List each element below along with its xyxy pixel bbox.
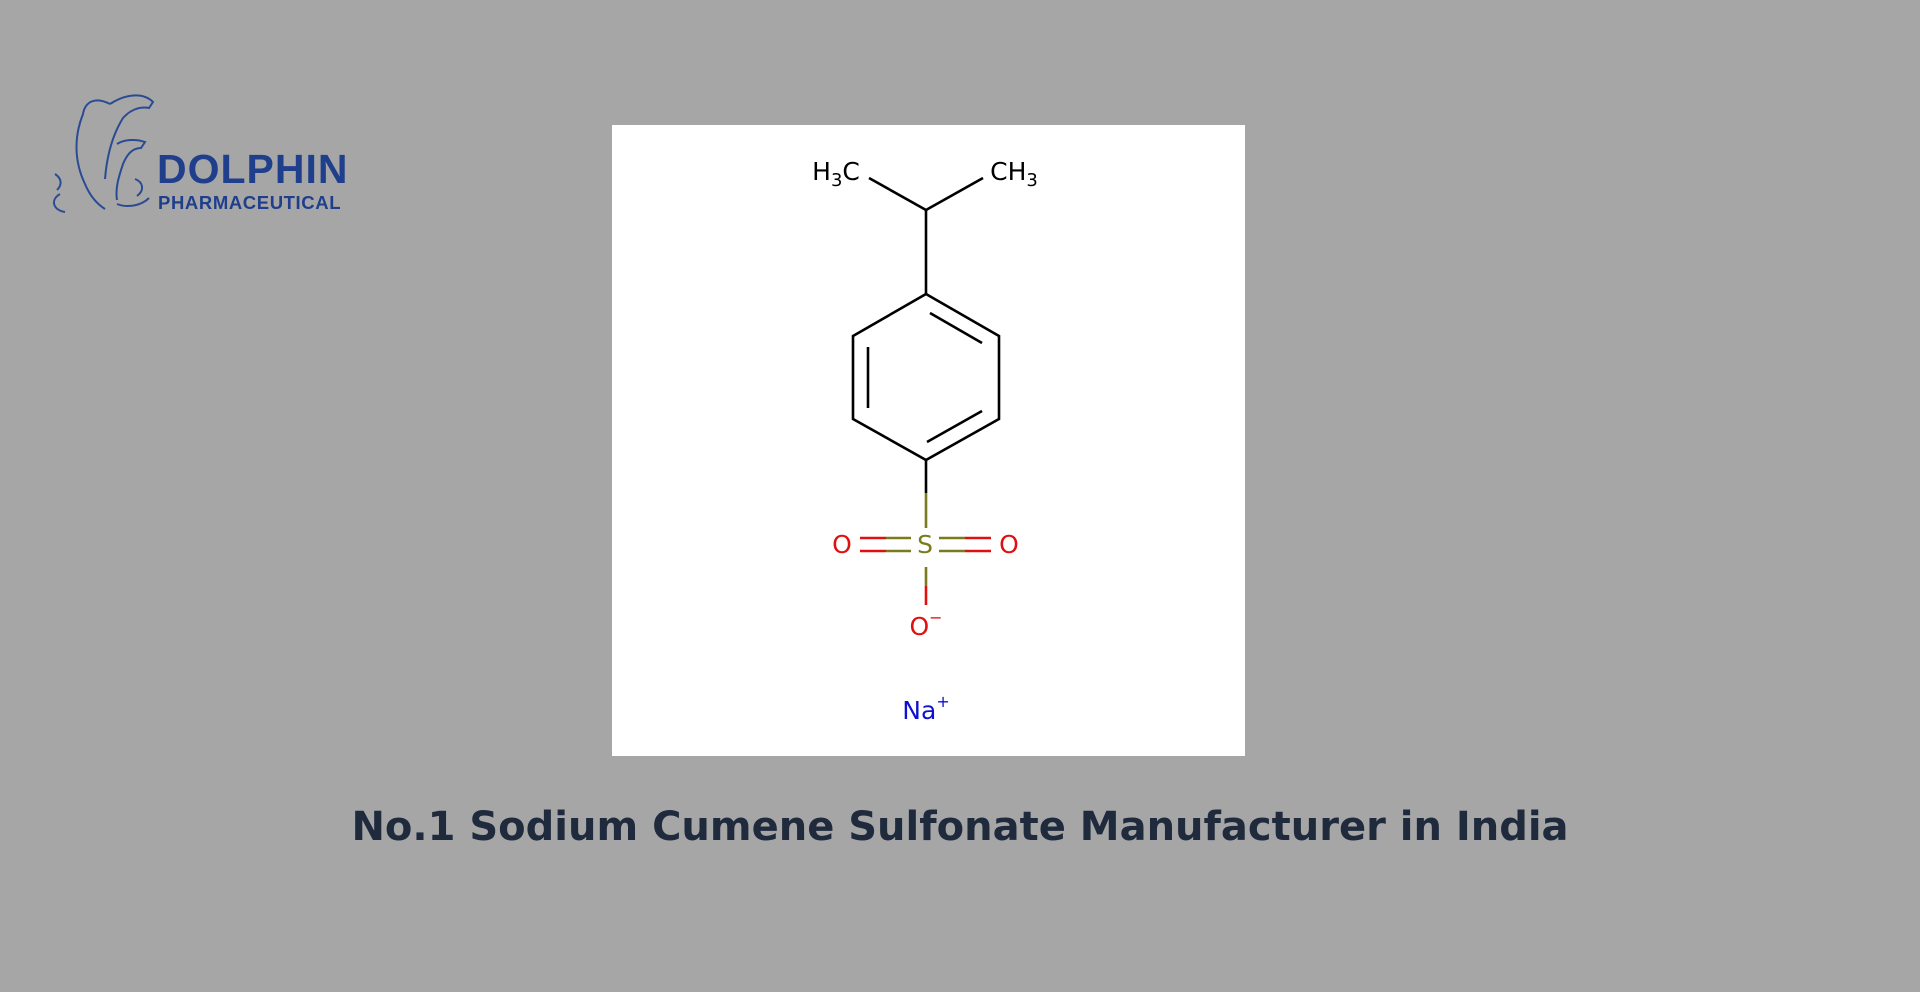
chemical-structure: H3C CH3 S O O O− Na+ xyxy=(812,157,1038,725)
oxygen-anion-label: O− xyxy=(909,608,942,641)
sulfonate-bonds xyxy=(860,493,991,605)
dolphin-logo: DOLPHIN PHARMACEUTICAL xyxy=(45,84,395,219)
oxygen-left-label: O xyxy=(832,530,852,559)
oxygen-right-label: O xyxy=(999,530,1019,559)
headline: No.1 Sodium Cumene Sulfonate Manufacture… xyxy=(351,804,1569,850)
left-methyl-label: H3C xyxy=(812,157,860,191)
logo-subtitle: PHARMACEUTICAL xyxy=(158,192,342,213)
carbon-bonds xyxy=(851,176,1001,493)
right-methyl-label: CH3 xyxy=(990,157,1038,191)
logo-name: DOLPHIN xyxy=(157,146,349,192)
sulfur-label: S xyxy=(917,530,933,559)
dolphin-icon xyxy=(53,94,155,213)
sodium-label: Na+ xyxy=(902,692,949,725)
